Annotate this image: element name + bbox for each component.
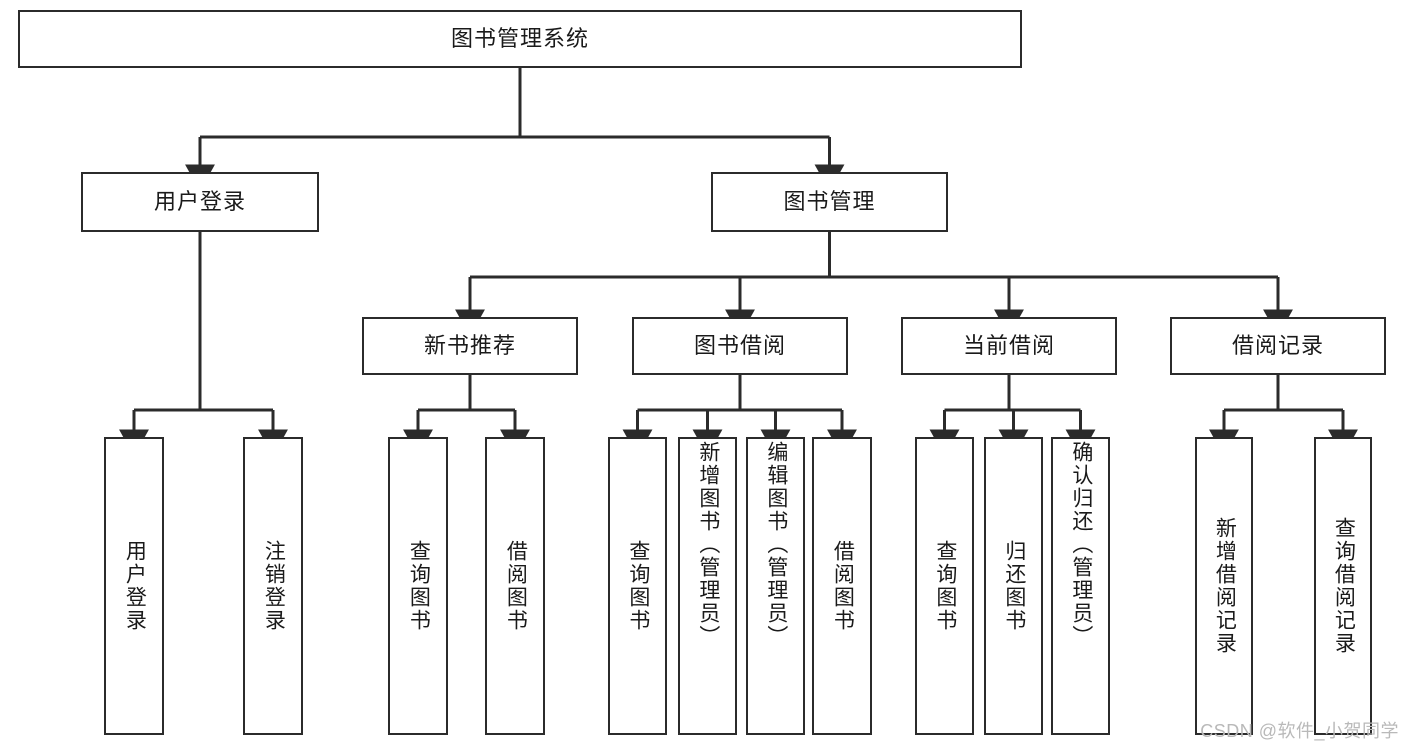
leaf-node-0-用户登录[interactable]: 用户登录 (104, 437, 164, 735)
node-label: 新书推荐 (423, 332, 516, 358)
leaf-label: 确认归还（管理员） (1069, 441, 1093, 648)
node-root-图书管理系统[interactable]: 图书管理系统 (18, 10, 1022, 68)
leaf-label: 借阅图书 (504, 540, 528, 632)
leaf-node-11-新增借阅记录[interactable]: 新增借阅记录 (1195, 437, 1253, 735)
node-level3-当前借阅[interactable]: 当前借阅 (901, 317, 1117, 375)
leaf-label: 注销登录 (262, 540, 286, 632)
node-label: 借阅记录 (1231, 332, 1324, 358)
node-level2-用户登录[interactable]: 用户登录 (81, 172, 319, 232)
leaf-node-9-归还图书[interactable]: 归还图书 (984, 437, 1043, 735)
leaf-node-4-查询图书[interactable]: 查询图书 (608, 437, 667, 735)
leaf-node-2-查询图书[interactable]: 查询图书 (388, 437, 448, 735)
leaf-node-7-借阅图书[interactable]: 借阅图书 (812, 437, 872, 735)
leaf-node-3-借阅图书[interactable]: 借阅图书 (485, 437, 545, 735)
leaf-node-12-查询借阅记录[interactable]: 查询借阅记录 (1314, 437, 1372, 735)
leaf-label: 查询图书 (407, 540, 431, 632)
leaf-label: 新增图书（管理员） (696, 441, 720, 648)
leaf-node-1-注销登录[interactable]: 注销登录 (243, 437, 303, 735)
leaf-label: 归还图书 (1002, 540, 1026, 632)
csdn-watermark: CSDN @软件_小贺同学 (1200, 721, 1399, 741)
node-level2-图书管理[interactable]: 图书管理 (711, 172, 948, 232)
leaf-label: 查询借阅记录 (1332, 517, 1356, 655)
node-level3-借阅记录[interactable]: 借阅记录 (1170, 317, 1386, 375)
leaf-node-5-新增图书管理员[interactable]: 新增图书（管理员） (678, 437, 737, 735)
node-label: 图书管理 (783, 188, 876, 214)
node-level3-图书借阅[interactable]: 图书借阅 (632, 317, 848, 375)
node-label: 用户登录 (153, 188, 246, 214)
node-level3-新书推荐[interactable]: 新书推荐 (362, 317, 578, 375)
leaf-label: 用户登录 (123, 540, 147, 632)
leaf-label: 借阅图书 (831, 540, 855, 632)
leaf-node-6-编辑图书管理员[interactable]: 编辑图书（管理员） (746, 437, 805, 735)
leaf-label: 查询图书 (933, 540, 957, 632)
node-label: 图书借阅 (693, 332, 786, 358)
leaf-label: 查询图书 (626, 540, 650, 632)
node-label: 当前借阅 (962, 332, 1055, 358)
node-label: 图书管理系统 (450, 25, 589, 51)
leaf-node-8-查询图书[interactable]: 查询图书 (915, 437, 974, 735)
leaf-label: 编辑图书（管理员） (764, 441, 788, 648)
leaf-label: 新增借阅记录 (1213, 517, 1237, 655)
leaf-node-10-确认归还管理员[interactable]: 确认归还（管理员） (1051, 437, 1110, 735)
